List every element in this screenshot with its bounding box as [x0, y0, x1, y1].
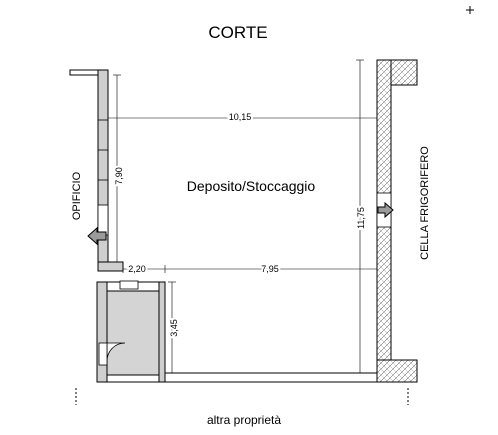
dim-right-height: 11,75	[356, 207, 366, 229]
room-label: Deposito/Stoccaggio	[187, 178, 316, 194]
dim-main-width: 7,95	[261, 264, 279, 274]
right-wall	[376, 59, 418, 383]
neighbor-property-label: altra proprietà	[207, 413, 281, 427]
corner-mark	[466, 6, 474, 14]
annex-room	[96, 280, 166, 383]
left-arrow-icon	[87, 226, 107, 246]
dim-annex-width: 2,20	[128, 264, 146, 274]
factory-label: OPIFICIO	[71, 171, 83, 220]
cold-room-label: CELLA FRIGORIFERO	[419, 146, 431, 260]
dimension-lines	[107, 59, 378, 374]
dim-left-height: 7,90	[114, 167, 124, 185]
left-wall	[69, 69, 124, 272]
dim-annex-height: 3,45	[169, 319, 179, 337]
dim-top-width: 10,15	[229, 112, 252, 122]
bottom-wall	[164, 372, 378, 383]
section-marks	[75, 388, 409, 405]
courtyard-label: CORTE	[208, 23, 267, 42]
right-arrow-icon	[377, 201, 394, 219]
